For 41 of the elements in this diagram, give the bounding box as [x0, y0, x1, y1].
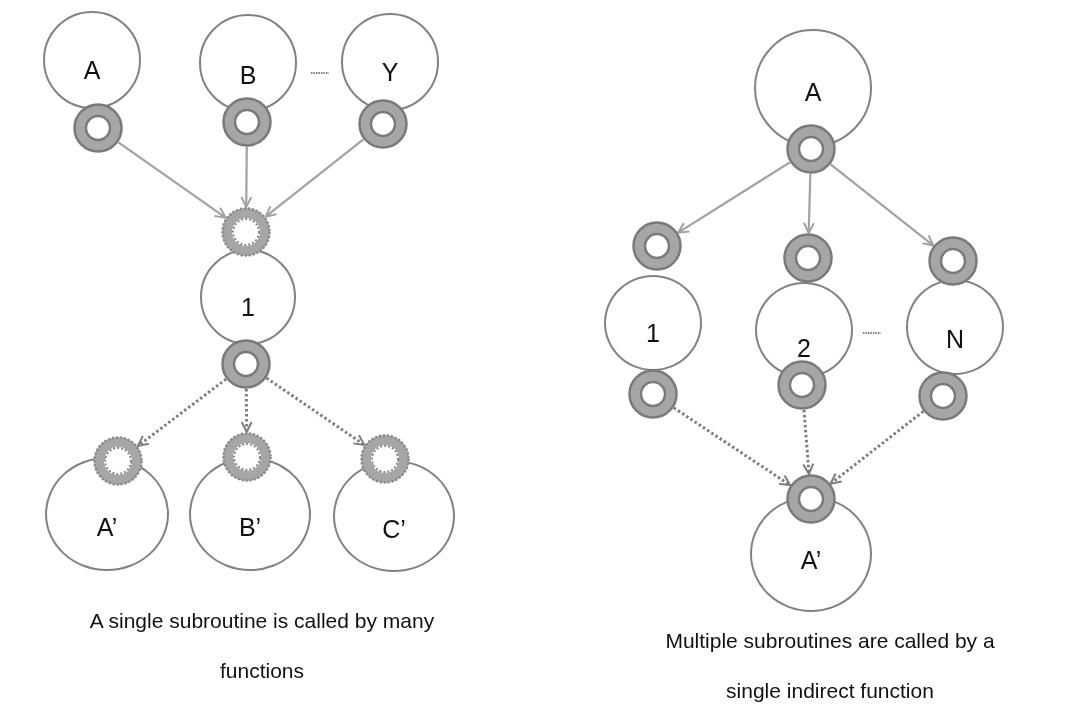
node-label: Y	[381, 59, 399, 85]
port-ring	[221, 339, 271, 389]
arrow	[802, 409, 815, 476]
node-label: A’	[96, 514, 118, 540]
dotted-port-ring	[360, 434, 410, 484]
dotted-port-ring	[93, 436, 143, 486]
port-ring	[632, 221, 682, 271]
port-ring	[928, 236, 978, 286]
arrow	[673, 406, 792, 487]
node-label: B’	[238, 514, 262, 540]
node-label: 2	[797, 335, 811, 361]
node-label: N	[945, 326, 965, 352]
node-label: B	[239, 62, 257, 88]
arrow	[117, 141, 227, 219]
arrow	[829, 410, 925, 485]
node-label: C’	[382, 516, 406, 542]
arrow	[265, 376, 366, 447]
port-ring	[786, 124, 836, 174]
port-ring	[777, 360, 827, 410]
port-ring	[222, 97, 272, 147]
node-label: 1	[646, 320, 660, 346]
node-label: 1	[241, 294, 255, 320]
node-label: A	[804, 79, 822, 105]
port-ring	[783, 233, 833, 283]
port-ring	[73, 103, 123, 153]
port-ring	[358, 99, 408, 149]
arrow	[240, 389, 253, 433]
caption: A single subroutine is called by many functions	[88, 608, 436, 684]
node-label: A	[83, 57, 101, 83]
port-ring	[628, 369, 678, 419]
arrow	[677, 161, 791, 234]
arrow	[264, 138, 365, 218]
arrow	[802, 173, 815, 234]
arrow	[829, 163, 935, 247]
caption: Multiple subroutines are called by a single indirect function	[664, 628, 996, 704]
dotted-port-ring	[221, 207, 271, 257]
arrow	[136, 377, 227, 448]
node-label: A’	[800, 547, 822, 573]
arrow	[240, 147, 253, 208]
dotted-port-ring	[222, 432, 272, 482]
port-ring	[918, 371, 968, 421]
